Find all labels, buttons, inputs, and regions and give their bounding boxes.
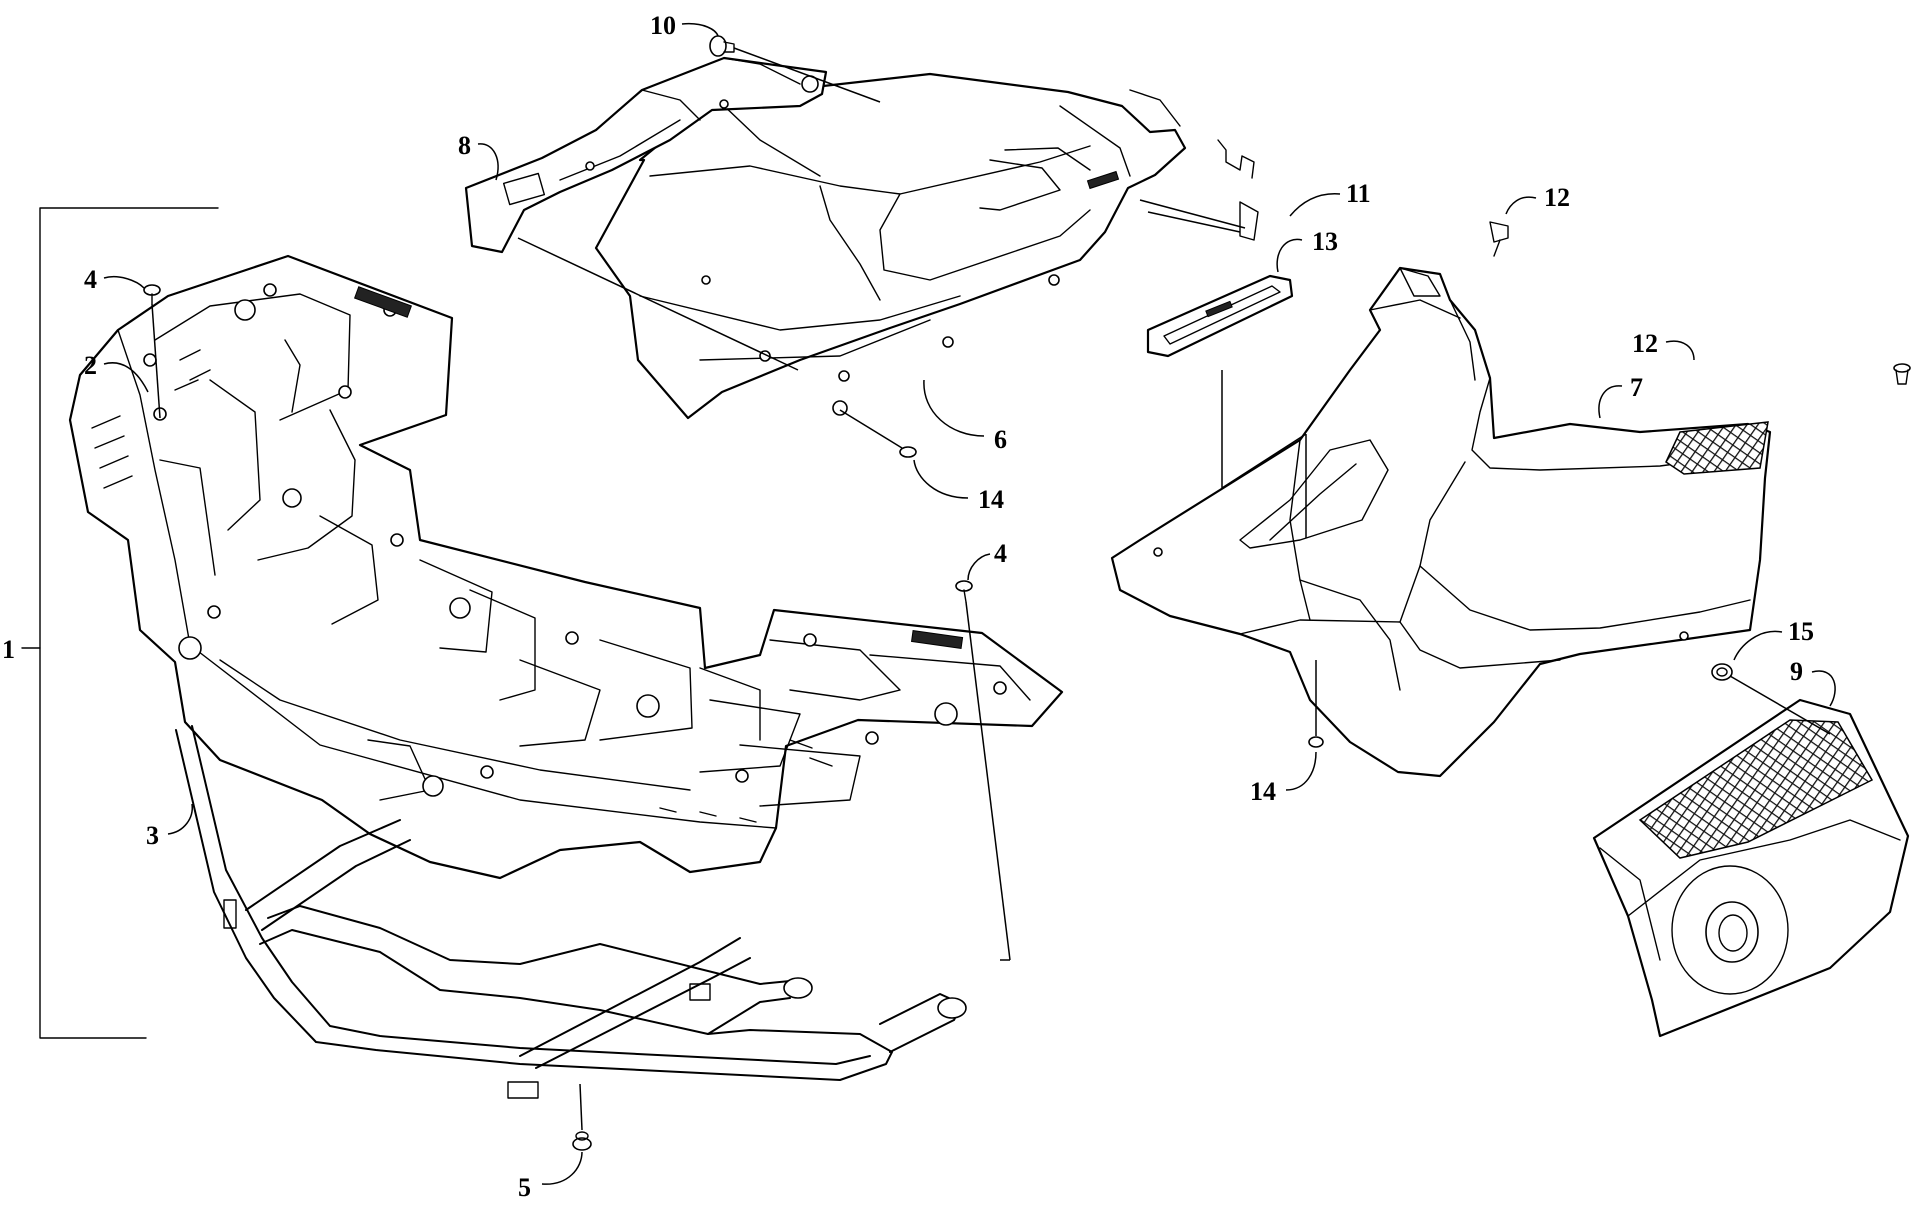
svg-text:12: 12 — [1632, 329, 1658, 358]
callout-3: 3 — [146, 803, 193, 850]
svg-text:6: 6 — [994, 425, 1007, 454]
front-rack — [68, 254, 1064, 880]
bumper-frame — [175, 725, 967, 1099]
svg-text:12: 12 — [1544, 183, 1570, 212]
svg-text:2: 2 — [84, 351, 97, 380]
rack-ribs-right — [659, 739, 833, 823]
callout-14-fender: 14 — [913, 459, 1004, 514]
svg-text:13: 13 — [1312, 227, 1338, 256]
svg-text:10: 10 — [650, 11, 676, 40]
callout-5: 5 — [518, 1151, 583, 1202]
push-rivet-12-right — [1893, 363, 1911, 385]
svg-text:1: 1 — [2, 635, 15, 664]
callout-15: 15 — [1733, 617, 1814, 661]
assembly-leader-lines — [517, 199, 1307, 538]
screw-4-left — [143, 284, 161, 419]
bolt-10 — [709, 35, 881, 103]
side-panel — [1110, 266, 1772, 778]
callout-9: 9 — [1790, 657, 1836, 707]
clip-11 — [1147, 139, 1259, 241]
callout-12-right: 12 — [1632, 329, 1695, 361]
callout-12-top: 12 — [1505, 183, 1570, 215]
callout-7: 7 — [1598, 373, 1643, 419]
rack-ribs-left — [91, 349, 211, 489]
callout-8: 8 — [458, 131, 499, 181]
svg-text:3: 3 — [146, 821, 159, 850]
callout-13: 13 — [1276, 227, 1338, 273]
trim-panel — [464, 56, 828, 254]
svg-text:4: 4 — [994, 539, 1007, 568]
push-rivet-12-top — [1489, 221, 1509, 257]
screw-14-panel — [1308, 660, 1324, 748]
reflector — [1146, 274, 1294, 358]
callout-2: 2 — [84, 351, 149, 393]
callout-10: 10 — [650, 11, 719, 40]
svg-text:8: 8 — [458, 131, 471, 160]
svg-text:9: 9 — [1790, 657, 1803, 686]
callout-4-left: 4 — [84, 265, 145, 294]
fasteners — [143, 35, 1911, 1151]
grommet-15 — [1711, 663, 1831, 735]
svg-text:7: 7 — [1630, 373, 1643, 402]
callout-11: 11 — [1289, 179, 1371, 217]
svg-text:4: 4 — [84, 265, 97, 294]
nut-5 — [572, 1083, 592, 1151]
callout-6: 6 — [923, 379, 1007, 454]
side-vent — [1592, 698, 1910, 1038]
screw-14-fender — [839, 409, 917, 458]
svg-text:5: 5 — [518, 1173, 531, 1202]
screw-4-right — [955, 580, 1011, 961]
svg-text:14: 14 — [1250, 777, 1276, 806]
svg-text:14: 14 — [978, 485, 1004, 514]
assembly-bracket — [21, 207, 219, 1039]
callout-4-right: 4 — [967, 539, 1007, 581]
svg-text:11: 11 — [1346, 179, 1371, 208]
svg-text:15: 15 — [1788, 617, 1814, 646]
front-fender — [594, 72, 1187, 420]
callout-1: 1 — [2, 635, 15, 664]
callout-14-panel: 14 — [1250, 751, 1317, 806]
